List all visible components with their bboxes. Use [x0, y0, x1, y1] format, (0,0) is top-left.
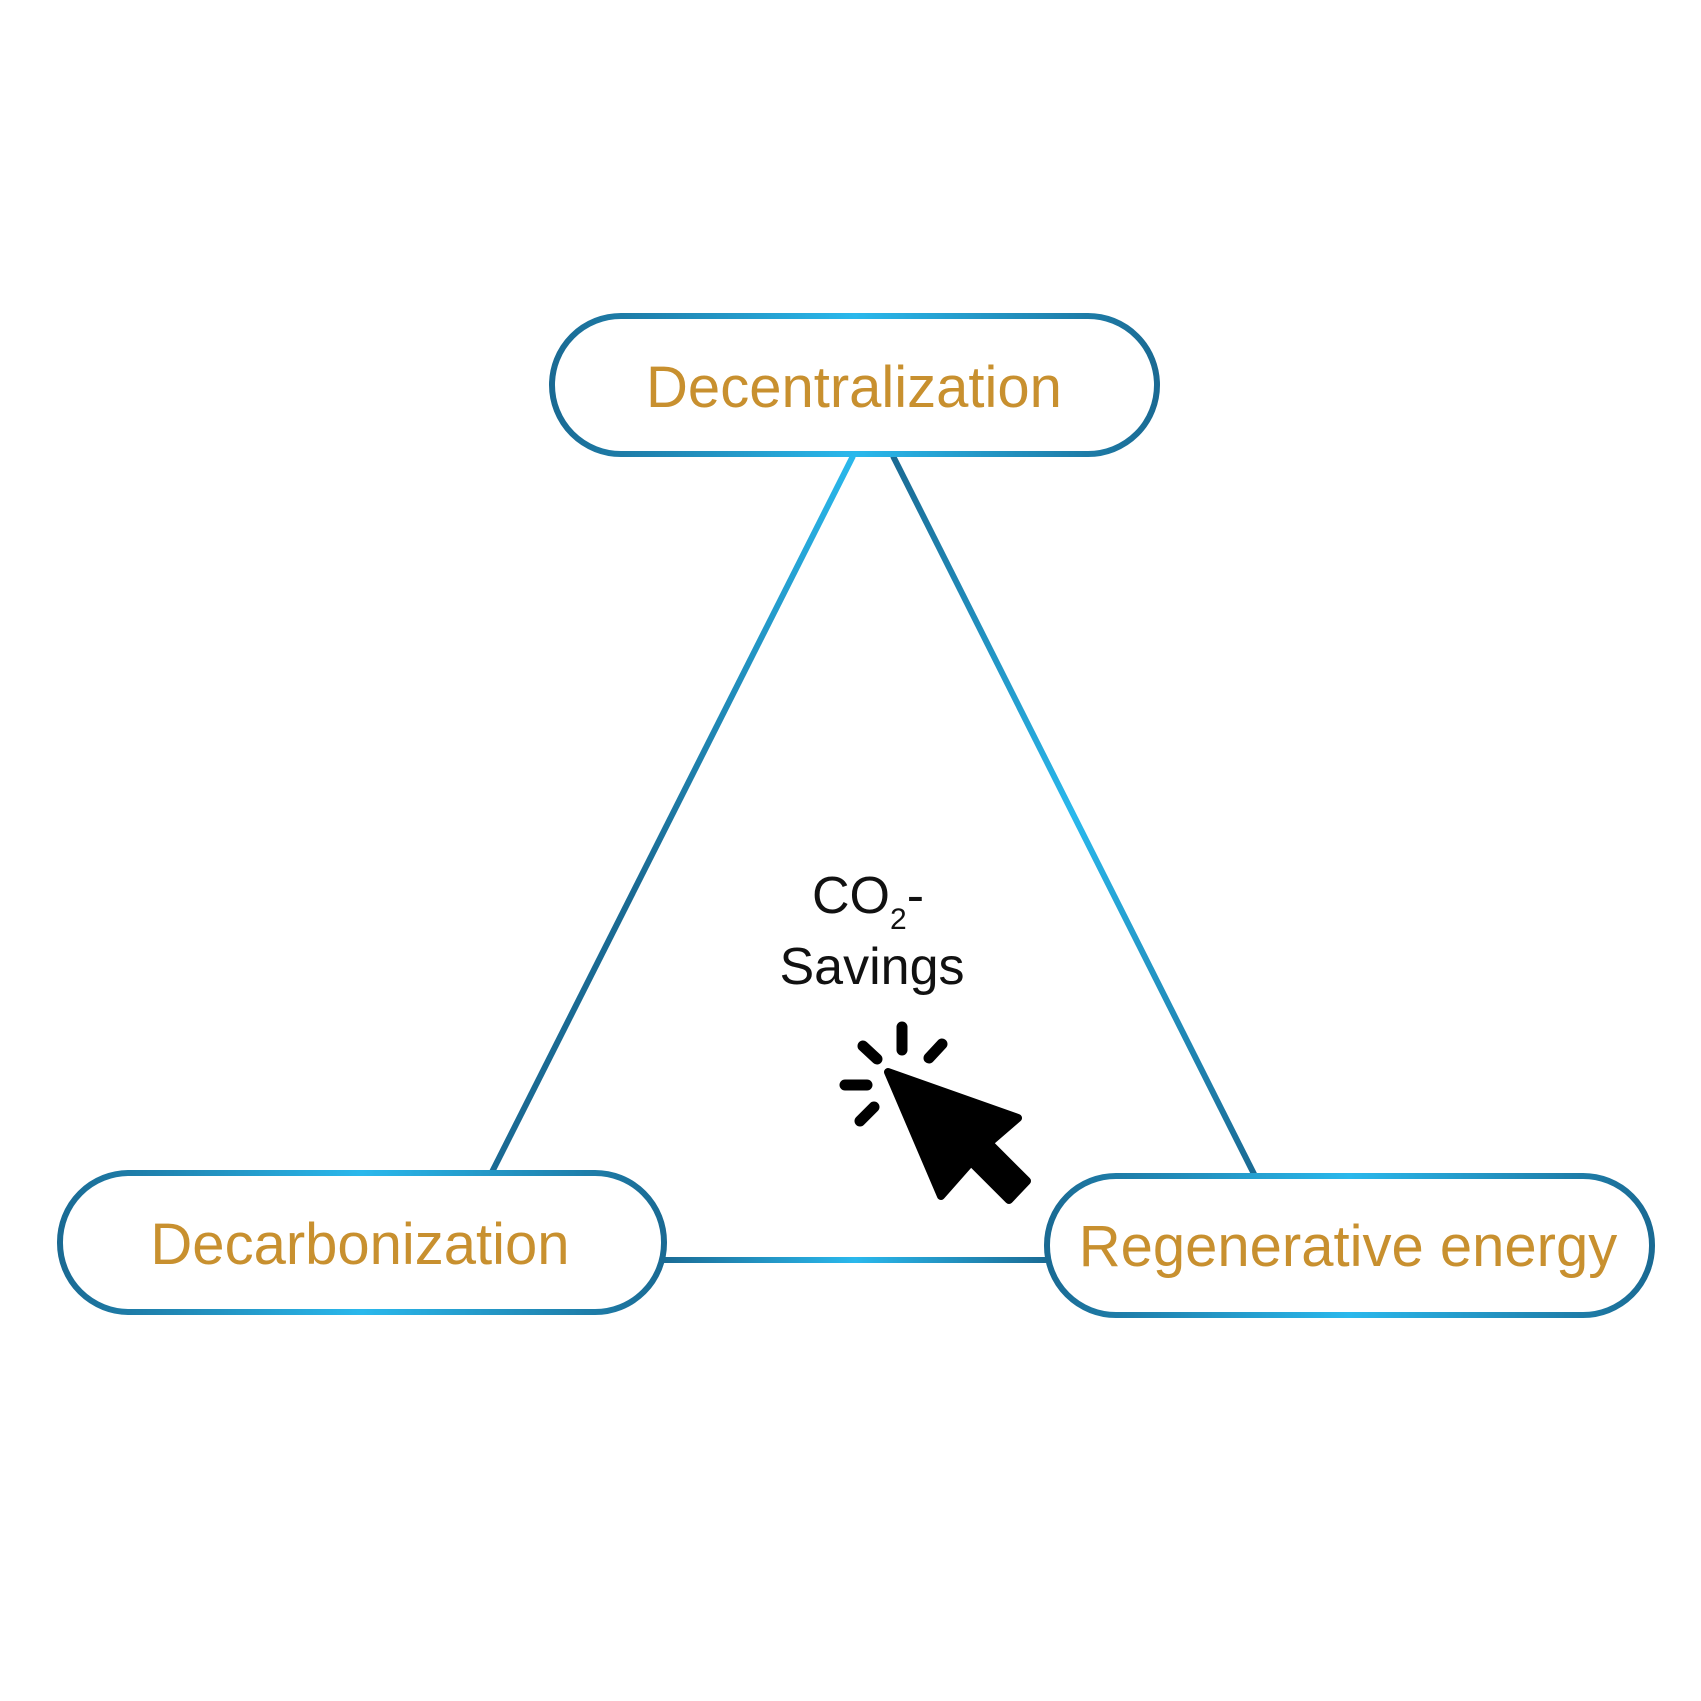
node-decarbonization-label: Decarbonization — [150, 1212, 569, 1277]
node-decarbonization[interactable]: Decarbonization — [57, 1170, 667, 1315]
center-line-2: Savings — [780, 938, 965, 996]
node-decentralization[interactable]: Decentralization — [549, 313, 1160, 457]
center-subscript: 2 — [890, 903, 907, 936]
edge-top-right — [890, 454, 1258, 1178]
center-co2-savings[interactable]: CO2- Savings — [780, 867, 965, 996]
node-regenerative-energy[interactable]: Regenerative energy — [1044, 1173, 1655, 1318]
node-decentralization-label: Decentralization — [646, 355, 1062, 420]
center-co-text: CO — [812, 867, 890, 925]
node-regenerative-energy-outline — [1044, 1173, 1655, 1318]
node-decentralization-outline — [549, 313, 1160, 457]
click-cursor-icon — [839, 1021, 1031, 1204]
edge-top-left — [487, 454, 856, 1178]
node-regenerative-energy-label: Regenerative energy — [1079, 1214, 1617, 1279]
center-line-1: CO2- — [812, 867, 924, 936]
node-decarbonization-outline — [57, 1170, 667, 1315]
center-dash: - — [907, 867, 924, 925]
